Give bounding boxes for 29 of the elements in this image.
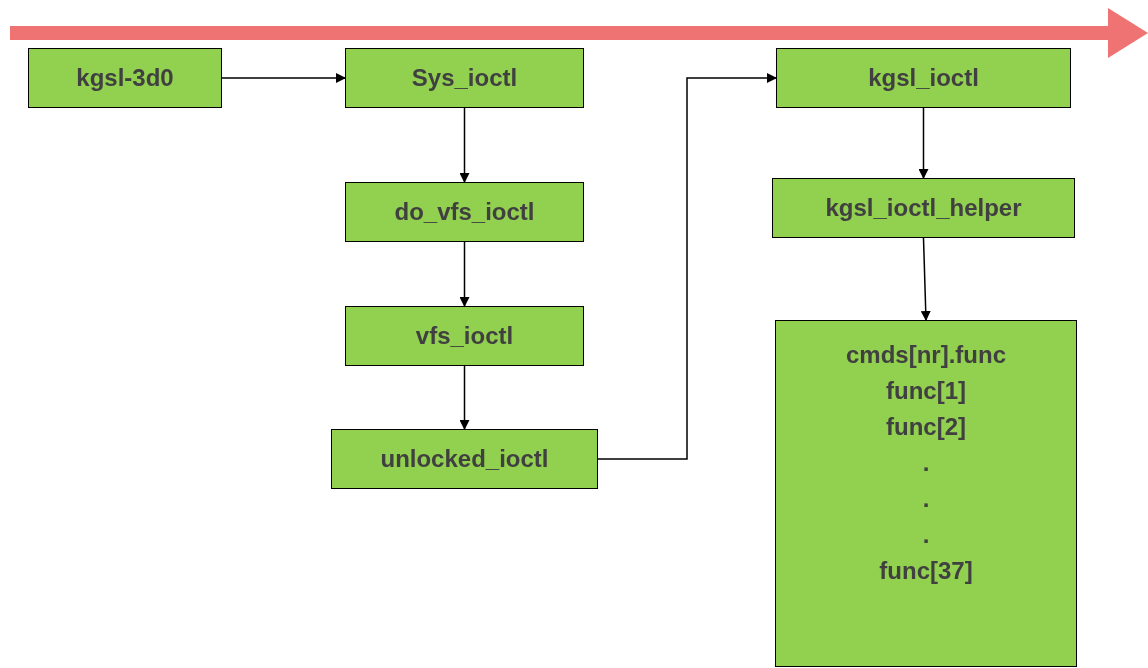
box-label: . <box>922 484 930 514</box>
box-label: . <box>922 520 930 550</box>
arrow <box>918 107 929 179</box>
process-box <box>345 182 584 242</box>
box-label: . <box>922 448 930 478</box>
arrow <box>221 73 346 83</box>
process-box <box>28 48 222 108</box>
box-label: cmds[nr].func <box>846 340 1006 370</box>
process-box <box>345 306 584 366</box>
box-label: kgsl_ioctl <box>868 63 979 93</box>
box-label: func[1] <box>886 376 966 406</box>
box-label: Sys_ioctl <box>411 63 518 93</box>
box-label: func[2] <box>886 412 966 442</box>
process-box <box>772 178 1075 238</box>
box-label: kgsl-3d0 <box>76 63 174 93</box>
box-label: func[37] <box>879 556 973 586</box>
arrow <box>920 237 931 321</box>
box-label: vfs_ioctl <box>415 321 514 351</box>
process-box <box>331 429 598 489</box>
box-label: kgsl_ioctl_helper <box>825 193 1022 223</box>
arrow <box>459 241 470 307</box>
box-label: unlocked_ioctl <box>380 444 549 474</box>
arrow <box>459 365 470 430</box>
process-box <box>345 48 584 108</box>
arrow <box>459 107 470 183</box>
process-box <box>776 48 1071 108</box>
process-box <box>775 320 1077 667</box>
arrow <box>597 73 777 460</box>
box-label: do_vfs_ioctl <box>394 197 535 227</box>
